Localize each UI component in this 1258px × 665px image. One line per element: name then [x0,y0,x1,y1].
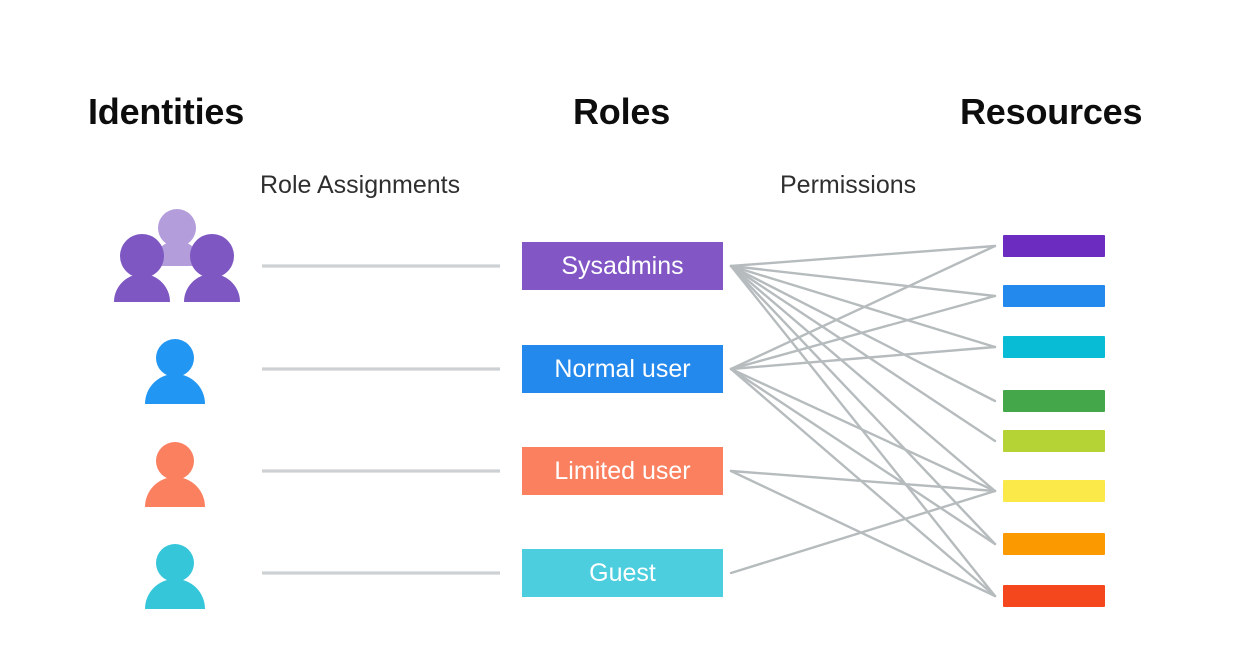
resource-bar-4[interactable] [1003,390,1105,412]
permission-line [729,264,997,443]
permission-line [729,264,997,349]
people-group-icon [114,209,240,302]
permission-line [729,264,997,403]
permission-line [729,489,997,575]
permission-line [729,367,997,493]
role-chip-sysadmins[interactable]: Sysadmins [522,242,723,290]
role-chip-label: Normal user [554,354,691,383]
column-title-identities: Identities [88,91,245,132]
column-title-roles: Roles [573,91,671,132]
person-icon [145,544,205,609]
identity-user-cyan[interactable] [140,541,250,633]
resource-bar-5[interactable] [1003,430,1105,452]
resource-bar-8[interactable] [1003,585,1105,607]
person-body [145,374,205,404]
group-left-body [114,274,170,302]
permission-line [729,244,997,268]
person-body [145,477,205,507]
person-head [156,442,194,480]
role-chip-label: Sysadmins [561,251,684,280]
permission-lines [729,244,997,598]
resource-bar-3[interactable] [1003,336,1105,358]
connector-label-role-assignments: Role Assignments [260,171,461,199]
permission-line [729,345,997,371]
role-chip-label: Guest [589,558,656,587]
identity-group[interactable] [112,204,240,302]
group-back-body [152,241,202,266]
role-assignment-lines [262,264,500,575]
permission-line [729,469,997,493]
role-chip-label: Limited user [554,456,691,485]
resource-bar-2[interactable] [1003,285,1105,307]
permission-line [729,264,997,298]
resource-bar-7[interactable] [1003,533,1105,555]
identity-user-orange[interactable] [140,439,250,531]
person-icon [145,442,205,507]
permission-line [729,294,997,371]
role-chip-limited-user[interactable]: Limited user [522,447,723,495]
connector-label-permissions: Permissions [780,171,917,199]
group-back-head [158,209,196,247]
permission-line [729,264,997,493]
permission-line [729,264,997,546]
resource-bar-6[interactable] [1003,480,1105,502]
column-title-resources: Resources [960,91,1143,132]
role-chip-guest[interactable]: Guest [522,549,723,597]
permission-line [729,264,997,598]
identity-user-blue[interactable] [140,336,250,428]
permission-line [729,367,997,546]
permission-line [729,367,997,598]
resource-bar-1[interactable] [1003,235,1105,257]
person-head [156,339,194,377]
permission-line [729,244,997,371]
person-head [156,544,194,582]
group-left-head [120,234,164,278]
group-right-body [184,274,240,302]
group-right-head [190,234,234,278]
person-icon [145,339,205,404]
role-chip-normal-user[interactable]: Normal user [522,345,723,393]
person-body [145,579,205,609]
permission-line [729,469,997,598]
